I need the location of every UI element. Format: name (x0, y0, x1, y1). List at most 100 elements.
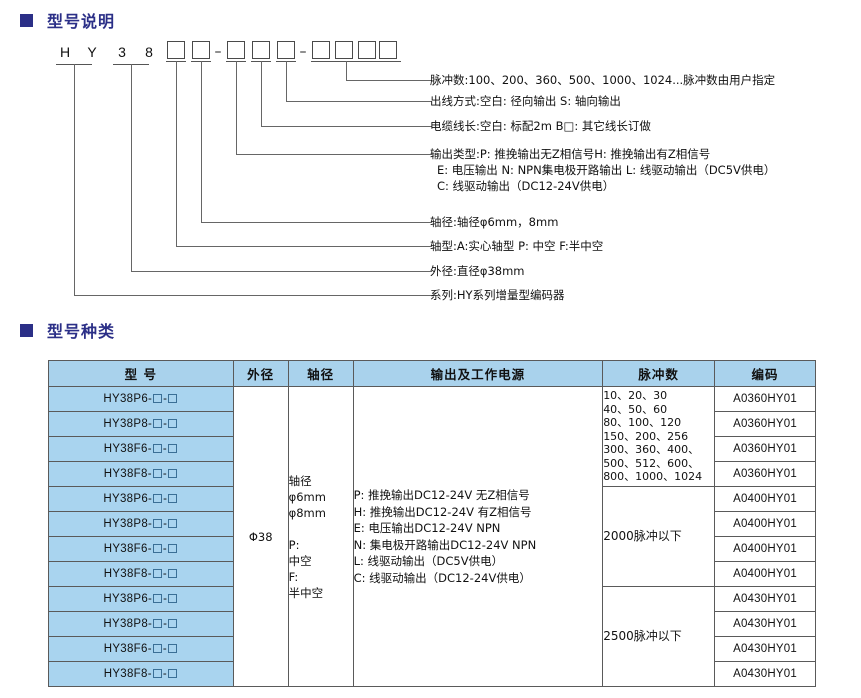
model-code-diagram: H Y 3 8 – – (0, 0, 861, 310)
leader-v-outtype (236, 61, 237, 154)
code-box-pulse-2 (335, 41, 353, 59)
cell-model: HY38P6-- (48, 586, 234, 612)
model-dash: - (163, 418, 168, 430)
note-pulse: 脉冲数:100、200、360、500、1000、1024...脉冲数由用户指定 (430, 73, 776, 87)
col-header-shaftdia: 轴径 (287, 360, 354, 387)
shaft-line: P: (288, 537, 300, 552)
model-label: HY38F8- (103, 668, 152, 680)
cell-code: A0430HY01 (714, 636, 816, 662)
leader-v-series (74, 64, 75, 295)
pulse-line: 800、1000、1024 (603, 470, 703, 484)
model-dash: - (162, 468, 167, 480)
cell-pulse-count: 2500脉冲以下 (602, 586, 716, 687)
cell-model: HY38P8-- (48, 411, 234, 437)
model-placeholder-box-2 (168, 519, 178, 528)
cell-code: A0360HY01 (714, 386, 816, 412)
leader-h-shaftdia (201, 222, 432, 223)
shaft-line: 中空 (288, 553, 312, 568)
cell-model: HY38P6-- (48, 386, 234, 412)
note-shaft-diameter: 轴径:轴径φ6mm，8mm (430, 215, 559, 229)
model-placeholder-box-1 (153, 619, 163, 628)
table-row: HY38F8-- A0360HY01 (48, 461, 816, 487)
cell-code: A0360HY01 (714, 461, 816, 487)
pulse-line: 80、100、120 (603, 416, 682, 430)
output-line: H: 推挽输出DC12-24V 有Z相信号 (353, 504, 532, 519)
pulse-line: 10、20、30 (603, 389, 668, 403)
pulse-line: 150、200、256 (603, 429, 689, 443)
output-line: N: 集电极开路输出DC12-24V NPN (353, 537, 537, 552)
cell-code: A0400HY01 (714, 561, 816, 587)
cell-model: HY38P8-- (48, 511, 234, 537)
cell-code: A0430HY01 (714, 661, 816, 687)
note-output-type-line2: E: 电压输出 N: NPN集电极开路输出 L: 线驱动输出（DC5V供电） (437, 163, 776, 177)
square-bullet-icon-2 (20, 323, 33, 337)
leader-v-outerdia (131, 64, 132, 271)
code-box-outlet (277, 41, 295, 59)
code-box-output-type (227, 41, 245, 59)
table-row: HY38F6-- A0430HY01 (48, 636, 816, 662)
model-placeholder-box-1 (153, 494, 163, 503)
model-placeholder-box-1 (152, 569, 162, 578)
section-heading-model-types: 型号种类 (20, 318, 115, 342)
output-line: E: 电压输出DC12-24V NPN (353, 521, 501, 535)
code-box-cable-len (252, 41, 270, 59)
cell-model: HY38F6-- (48, 636, 234, 662)
leader-v-cable (261, 61, 262, 126)
col-header-code: 编码 (714, 360, 816, 387)
leader-h-pulse (346, 80, 432, 81)
table-header-row: 型 号 外径 轴径 输出及工作电源 脉冲数 编码 (48, 360, 816, 387)
cell-code: A0360HY01 (714, 411, 816, 437)
shaft-line: 半中空 (288, 585, 324, 600)
leader-h-outlet (286, 101, 432, 102)
model-label: HY38P8- (103, 518, 153, 530)
table-row: HY38P8--A0430HY01 (48, 611, 816, 637)
model-dash: - (162, 643, 167, 655)
cell-model: HY38F8-- (48, 561, 234, 587)
model-placeholder-box-2 (167, 444, 177, 453)
model-placeholder-box-1 (152, 444, 162, 453)
note-outer-diameter: 外径:直径φ38mm (430, 264, 525, 278)
code-char-8: 8 (145, 44, 153, 60)
cell-outer-diameter: Φ38 (232, 386, 289, 687)
code-box-pulse-4 (379, 41, 397, 59)
model-label: HY38P8- (103, 618, 153, 630)
pulse-line: 300、360、400、 (603, 443, 700, 457)
table-row: HY38P8-- A0360HY01 (48, 411, 816, 437)
shaft-line: φ8mm (288, 505, 326, 520)
tick-underline-pulse (311, 61, 401, 62)
section-heading-model-description: 型号说明 (20, 8, 115, 32)
shaft-line: F: (288, 569, 299, 584)
pulse-line: 2500脉冲以下 (603, 628, 682, 643)
cell-model: HY38F8-- (48, 661, 234, 687)
leader-h-outtype (236, 154, 432, 155)
note-outlet: 出线方式:空白: 径向输出 S: 轴向输出 (430, 94, 621, 108)
model-dash: - (163, 393, 168, 405)
model-placeholder-box-2 (168, 394, 178, 403)
col-header-model: 型 号 (48, 360, 234, 387)
shaft-line: 轴径 (288, 473, 312, 488)
cell-code: A0430HY01 (714, 586, 816, 612)
model-placeholder-box-2 (168, 619, 178, 628)
note-series: 系列:HY系列增量型编码器 (430, 288, 565, 302)
output-line: C: 线驱动输出（DC12-24V供电） (353, 570, 531, 585)
leader-v-shaftdia (201, 61, 202, 222)
model-label: HY38F6- (103, 543, 152, 555)
model-placeholder-box-1 (152, 669, 162, 678)
model-dash: - (163, 618, 168, 630)
note-output-type-line1: 输出类型:P: 推挽输出无Z相信号H: 推挽输出有Z相信号 (430, 147, 711, 161)
cell-model: HY38P6-- (48, 486, 234, 512)
model-placeholder-box-2 (167, 644, 177, 653)
note-shaft-type: 轴型:A:实心轴型 P: 中空 F:半中空 (430, 239, 604, 253)
model-label: HY38P6- (103, 593, 153, 605)
model-placeholder-box-1 (153, 594, 163, 603)
col-header-pulse: 脉冲数 (602, 360, 716, 387)
col-header-output: 输出及工作电源 (352, 360, 604, 387)
model-placeholder-box-1 (153, 394, 163, 403)
code-char-y: Y (87, 44, 97, 60)
cell-model: HY38F8-- (48, 461, 234, 487)
output-line: P: 推挽输出DC12-24V 无Z相信号 (353, 488, 530, 502)
